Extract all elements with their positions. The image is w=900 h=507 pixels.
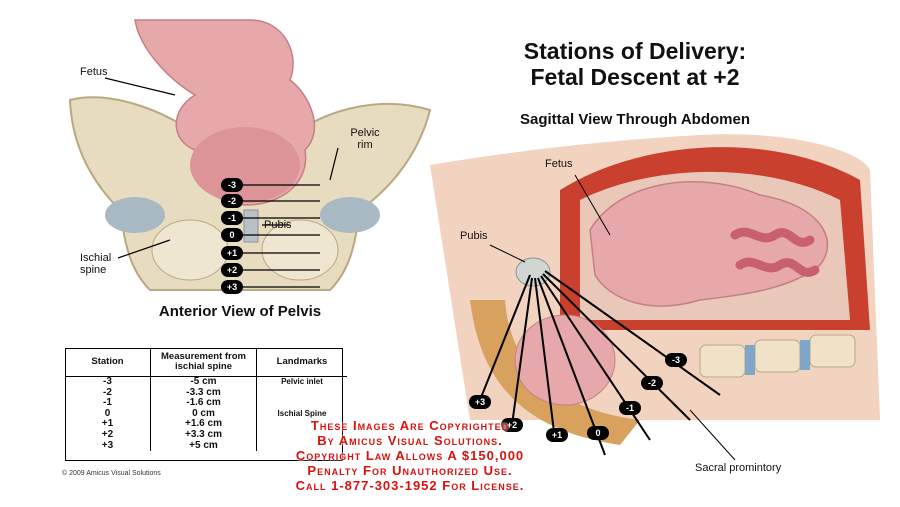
watermark-line-5: Call 1-877-303-1952 For License. xyxy=(295,478,525,493)
station-marker-left: -1 xyxy=(221,211,243,225)
header-measurement: Measurement from ischial spine xyxy=(150,348,257,377)
measurement-cell: +1.6 cm xyxy=(150,419,257,430)
station-marker-right: -1 xyxy=(619,401,641,415)
table-header-row: Station Measurement from ischial spine L… xyxy=(65,348,347,377)
title-line-2: Fetal Descent at +2 xyxy=(530,64,740,90)
landmark-cell: Ischial Spine xyxy=(277,408,327,418)
watermark-line-3: Copyright Law Allows A $150,000 xyxy=(295,448,525,463)
station-marker-right: +1 xyxy=(546,428,568,442)
measurement-cell: -3.3 cm xyxy=(150,387,257,399)
table-row: +3+5 cm xyxy=(65,440,347,452)
station-marker-left: +2 xyxy=(221,263,243,277)
watermark-line-4: Penalty For Unauthorized Use. xyxy=(307,463,513,478)
station-marker-right: -3 xyxy=(665,353,687,367)
station-marker-left: 0 xyxy=(221,228,243,242)
label-fetus-left: Fetus xyxy=(80,66,108,78)
label-pelvic-rim-2: rim xyxy=(357,139,373,151)
station-marker-right: +3 xyxy=(469,395,491,409)
header-station: Station xyxy=(65,348,151,377)
station-cell: -1 xyxy=(65,398,151,409)
label-pelvic-rim: Pelvic rim xyxy=(350,127,380,151)
anterior-pelvis-art xyxy=(68,19,432,291)
station-marker-right: 0 xyxy=(587,426,609,440)
watermark-line-2: By Amicus Visual Solutions. xyxy=(317,433,503,448)
table-row: +1+1.6 cm xyxy=(65,419,347,430)
copyright-watermark: These Images Are Copyrighted By Amicus V… xyxy=(200,418,620,493)
landmark-cell xyxy=(257,398,348,409)
copyright-notice: © 2009 Amicus Visual Solutions xyxy=(62,470,161,477)
landmark-cell: Pelvic inlet xyxy=(281,377,323,386)
table-row: -1-1.6 cm xyxy=(65,398,347,409)
station-cell: -3 xyxy=(65,376,151,388)
label-ischial-spine: Ischial spine xyxy=(80,252,111,276)
station-marker-right: -2 xyxy=(641,376,663,390)
label-ischial-1: Ischial xyxy=(80,252,112,264)
label-ischial-2: spine xyxy=(80,264,107,276)
label-pubis-right: Pubis xyxy=(460,230,488,242)
page-title: Stations of Delivery: Fetal Descent at +… xyxy=(470,38,800,90)
stations-table: Station Measurement from ischial spine L… xyxy=(65,348,348,452)
label-pubis-left: Pubis xyxy=(264,219,292,231)
header-landmarks: Landmarks xyxy=(256,348,347,377)
station-marker-left: +1 xyxy=(221,246,243,260)
watermark-line-1: These Images Are Copyrighted xyxy=(310,418,510,433)
station-cell: +2 xyxy=(65,429,151,441)
station-marker-left: -2 xyxy=(221,194,243,208)
title-line-1: Stations of Delivery: xyxy=(523,38,747,64)
table-row: -3-5 cm Pelvic inlet xyxy=(65,376,347,388)
table-row: +2+3.3 cm xyxy=(65,429,347,441)
measurement-cell: +3.3 cm xyxy=(150,429,257,441)
label-sacral-promintory: Sacral promintory xyxy=(695,462,782,474)
station-marker-left: +3 xyxy=(221,280,243,294)
label-pelvic-rim-1: Pelvic xyxy=(350,127,380,139)
sagittal-view-art xyxy=(430,134,880,461)
measurement-cell: -5 cm xyxy=(150,376,257,388)
anterior-caption: Anterior View of Pelvis xyxy=(158,303,322,320)
measurement-cell: -1.6 cm xyxy=(150,398,257,409)
measurement-cell: 0 cm xyxy=(150,408,257,420)
table-row: -2-3.3 cm xyxy=(65,387,348,399)
label-fetus-right: Fetus xyxy=(545,158,573,170)
station-cell: -2 xyxy=(65,387,151,399)
landmark-cell xyxy=(257,388,348,399)
station-marker-left: -3 xyxy=(221,178,243,192)
measurement-cell: +5 cm xyxy=(150,440,257,452)
station-marker-right: +2 xyxy=(501,418,523,432)
station-cell: +1 xyxy=(65,419,151,430)
station-cell: +3 xyxy=(65,440,151,452)
sagittal-subtitle: Sagittal View Through Abdomen xyxy=(519,111,750,128)
station-cell: 0 xyxy=(65,408,151,420)
